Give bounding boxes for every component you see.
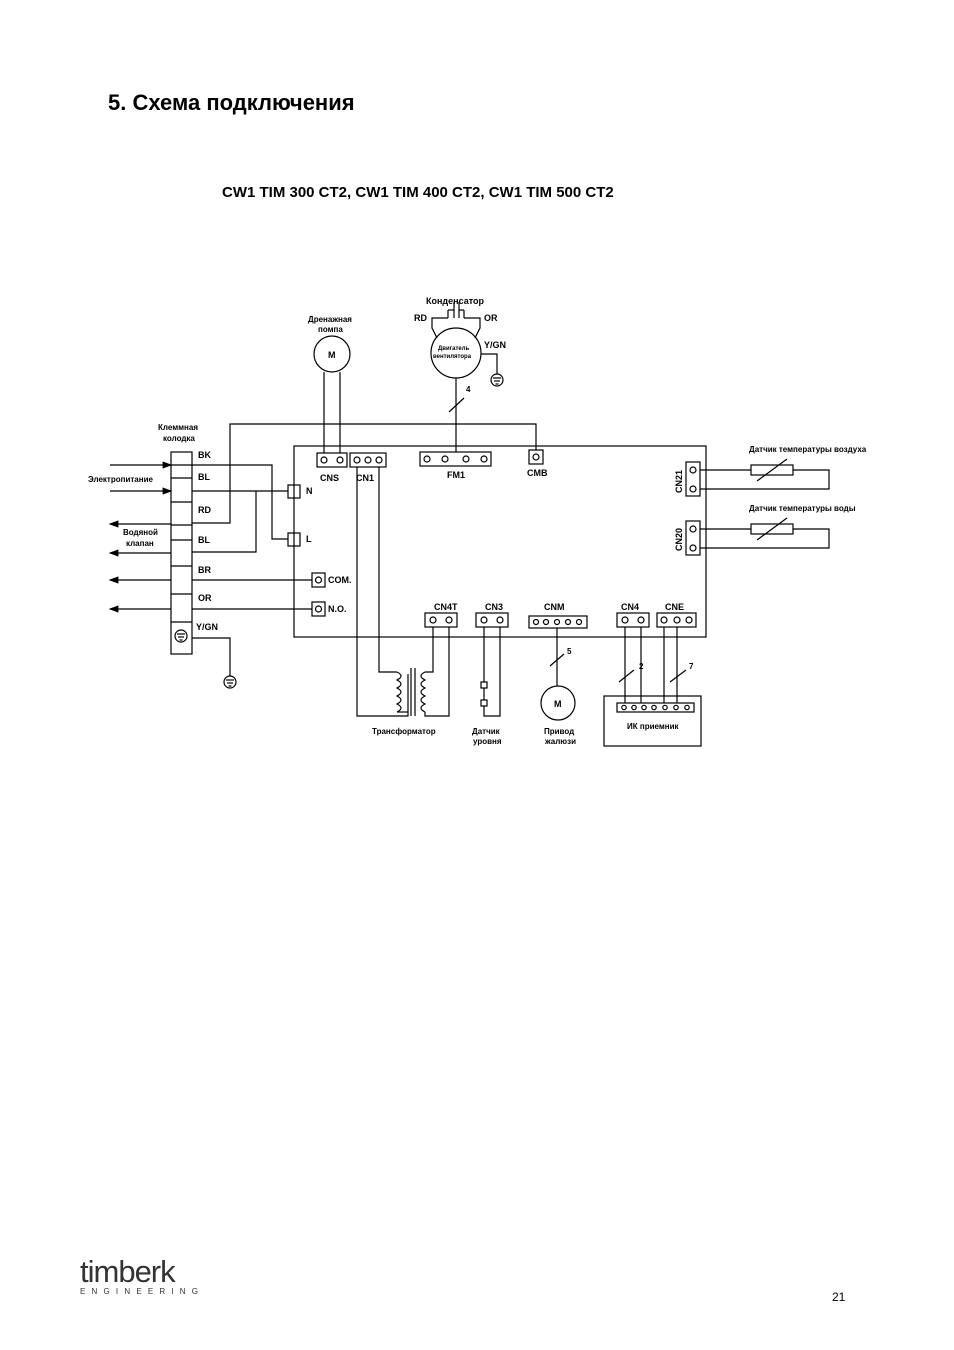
label-fan-motor-2: вентилятора [433, 354, 472, 360]
cn4t-connector [424, 612, 458, 628]
label-pump-m: M [328, 350, 336, 360]
label-ir-receiver: ИК приемник [627, 722, 680, 731]
connector-label-cne: CNE [665, 602, 684, 612]
terminal-label: BL [198, 472, 210, 482]
label-wire-4: 4 [466, 385, 471, 394]
label-wire-5: 5 [567, 647, 572, 656]
drain-pump-motor [313, 335, 351, 373]
label-fan-ygn: Y/GN [484, 340, 506, 350]
connector-label-cn1: CN1 [356, 473, 374, 483]
n-terminal [287, 484, 301, 499]
connector-label-cn4t: CN4T [434, 602, 458, 612]
com-relay-terminal [311, 572, 326, 588]
level-sensor-float [480, 681, 488, 689]
terminal-label: BL [198, 535, 210, 545]
label-power-supply: Электропитание [88, 475, 153, 484]
terminal-label: BK [198, 450, 211, 460]
label-water-valve-2: клапан [126, 539, 154, 548]
connector-label-cnm: CNM [544, 602, 565, 612]
model-list-subtitle: CW1 TIM 300 CT2, CW1 TIM 400 CT2, CW1 TI… [222, 184, 614, 201]
page-number: 21 [832, 1290, 846, 1304]
transformer-secondary-coil [420, 671, 427, 713]
cmb-connector [528, 449, 544, 465]
label-air-temp-sensor: Датчик температуры воздуха [749, 445, 867, 454]
logo-wordmark: timberk [80, 1254, 176, 1289]
cn21-connector [685, 461, 701, 497]
label-louver-drive-2: жалюзи [544, 737, 576, 746]
label-rd: RD [414, 313, 427, 323]
ground-icon [223, 675, 237, 689]
no-relay-terminal [311, 601, 326, 617]
label-wire-7: 7 [689, 662, 694, 671]
connector-label-cn4: CN4 [621, 602, 639, 612]
terminal-label: OR [198, 593, 212, 603]
cn1-connector [349, 452, 387, 468]
label-com: COM. [328, 575, 352, 585]
label-fan-motor-1: Двигатель [438, 346, 470, 352]
label-terminal-block-1: Клеммная [158, 423, 198, 432]
cns-connector [316, 452, 348, 468]
cn4-connector [616, 612, 650, 628]
label-n: N [306, 486, 313, 496]
ground-icon [490, 373, 504, 387]
label-or: OR [484, 313, 498, 323]
cn3-connector [475, 612, 509, 628]
fm1-connector [419, 451, 492, 467]
label-water-temp-sensor: Датчик температуры воды [749, 504, 856, 513]
ir-receiver-board [603, 695, 702, 747]
label-louver-drive-1: Привод [544, 727, 574, 736]
l-terminal [287, 532, 301, 547]
terminal-label: Y/GN [196, 622, 218, 632]
label-level-sensor-1: Датчик [472, 727, 501, 736]
label-wire-2: 2 [639, 662, 644, 671]
cn20-connector [685, 520, 701, 556]
ir-receiver-connector [616, 702, 695, 713]
timberk-logo: timberk ENGINEERING [80, 1256, 204, 1296]
cnm-connector [528, 615, 588, 629]
logo-tagline: ENGINEERING [80, 1287, 205, 1296]
label-drain-pump-2: помпа [318, 325, 343, 334]
cne-connector [656, 612, 697, 628]
label-transformer: Трансформатор [372, 727, 436, 736]
connector-label-cn21: CN21 [674, 470, 684, 493]
fan-motor [430, 327, 482, 379]
transformer-primary-coil [395, 671, 402, 713]
louver-drive-motor [540, 685, 576, 721]
page-title: 5. Схема подключения [108, 90, 355, 115]
connector-label-cmb: CMB [527, 468, 548, 478]
label-condenser: Конденсатор [426, 296, 484, 306]
terminal-label: BR [198, 565, 211, 575]
ground-icon [174, 629, 188, 643]
wiring-diagram: Конденсатор RD OR Дренажная помпа M Двиг… [88, 296, 867, 747]
label-level-sensor-2: уровня [473, 737, 502, 746]
connector-label-cn3: CN3 [485, 602, 503, 612]
label-louver-m: M [554, 699, 562, 709]
label-l: L [306, 534, 312, 544]
terminal-label: RD [198, 505, 211, 515]
connector-label-cns: CNS [320, 473, 339, 483]
label-no: N.O. [328, 604, 347, 614]
terminal-block [170, 451, 193, 655]
connector-label-fm1: FM1 [447, 470, 465, 480]
label-drain-pump-1: Дренажная [308, 315, 352, 324]
label-terminal-block-2: колодка [163, 434, 195, 443]
connector-label-cn20: CN20 [674, 528, 684, 551]
label-water-valve-1: Водяной [123, 528, 158, 537]
